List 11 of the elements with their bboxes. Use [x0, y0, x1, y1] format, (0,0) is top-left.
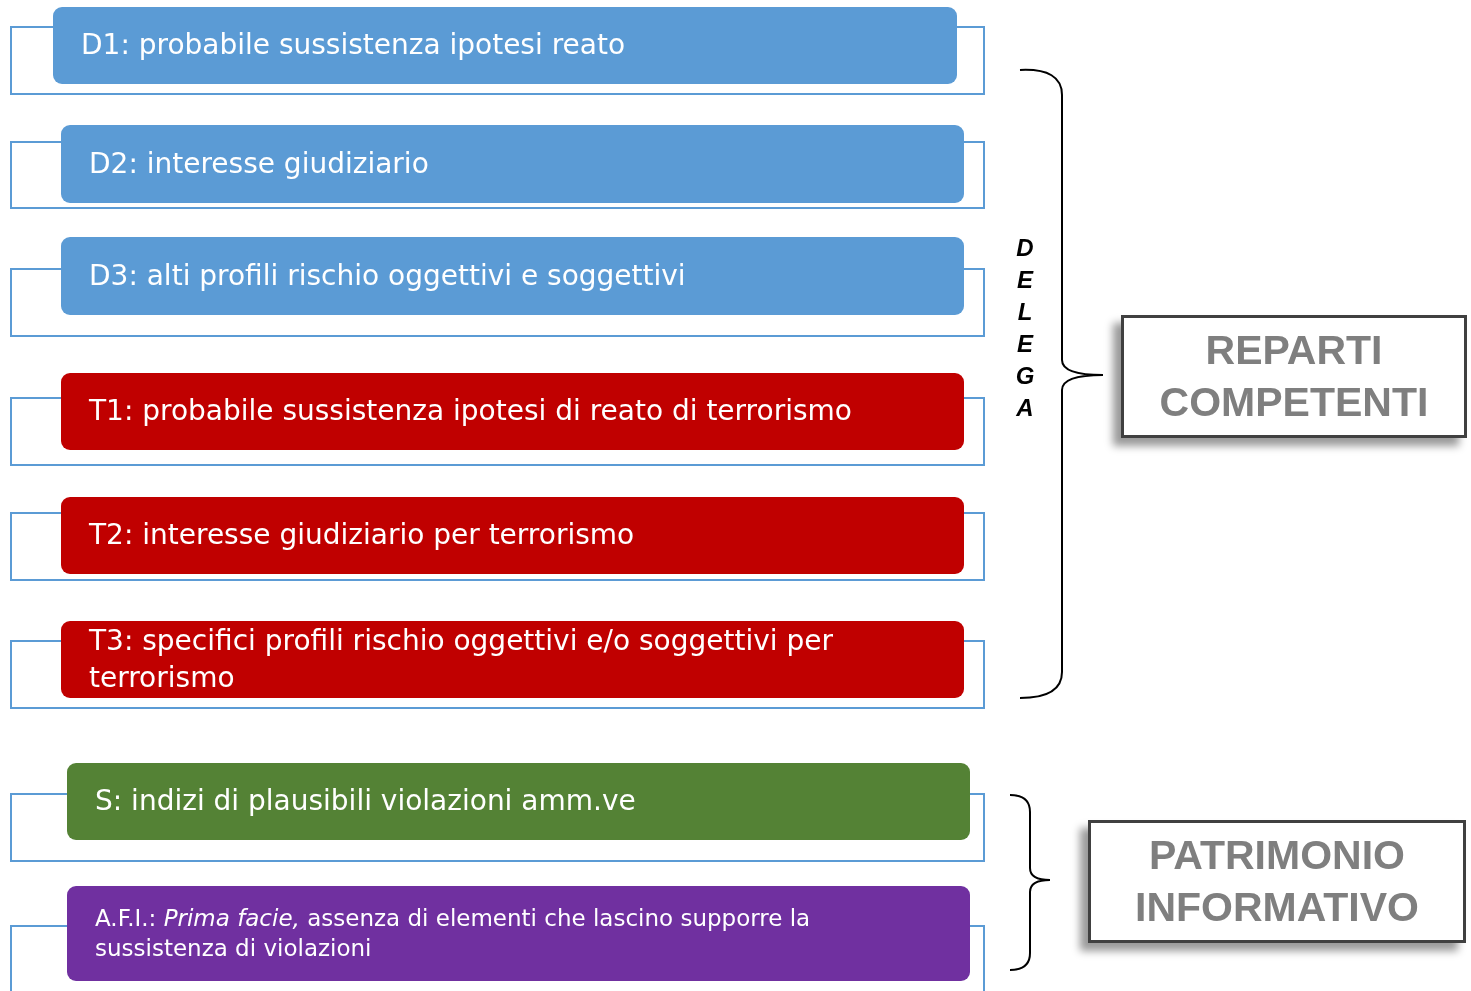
title-box: REPARTI COMPETENTI — [1121, 315, 1467, 438]
category-bar: A.F.I.: Prima facie, assenza di elementi che lascino supporre la sussistenza di violazioni — [67, 886, 970, 981]
vertical-label: DELEGA — [1014, 233, 1036, 423]
title-box: PATRIMONIO INFORMATIVO — [1088, 820, 1466, 943]
category-bar: D1: probabile sussistenza ipotesi reato — [53, 7, 957, 84]
category-bar: D3: alti profili rischio oggettivi e soggettivi — [61, 237, 964, 315]
category-bar: S: indizi di plausibili violazioni amm.ve — [67, 763, 970, 840]
category-bar: D2: interesse giudiziario — [61, 125, 964, 203]
category-bar: T1: probabile sussistenza ipotesi di reato di terrorismo — [61, 373, 964, 450]
category-bar: T2: interesse giudiziario per terrorismo — [61, 497, 964, 574]
category-bar: T3: specifici profili rischio oggettivi e/o soggettivi per terrorismo — [61, 621, 964, 698]
